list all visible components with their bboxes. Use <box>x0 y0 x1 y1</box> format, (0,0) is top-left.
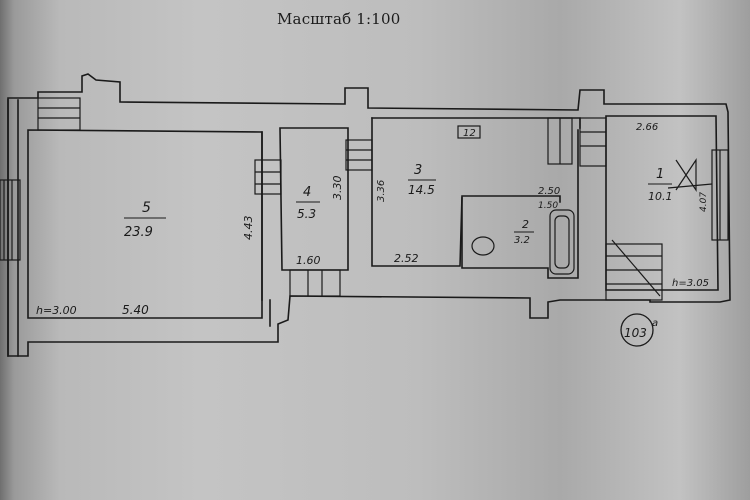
inner-wall-bath <box>461 129 579 279</box>
window-top-left <box>37 97 81 131</box>
dim-bath-top: 2.50 <box>538 186 560 197</box>
room-5-area: 23.9 <box>124 225 153 240</box>
dim-room4-height: 3.30 <box>331 176 344 201</box>
heater-symbol <box>675 158 697 192</box>
dim-room3-height: 3.36 <box>376 180 387 202</box>
room-4-number: 4 <box>303 185 311 200</box>
door-room4-bottom <box>289 269 341 297</box>
outer-wall <box>7 73 731 357</box>
dim-ceiling-left: h=3.00 <box>36 304 77 317</box>
dim-room1-height: 4.07 <box>699 192 709 212</box>
room-2-area: 3.2 <box>514 235 530 246</box>
apartment-number: 103 <box>624 326 647 340</box>
room-3-number: 3 <box>414 163 422 178</box>
scale-title: Масштаб 1:100 <box>277 10 401 28</box>
dim-room1-width: 2.66 <box>636 122 658 133</box>
door-room1-top <box>579 117 607 167</box>
inner-wall-room1 <box>605 115 719 291</box>
apartment-suffix: а <box>652 318 658 329</box>
dim-room3-width: 2.52 <box>394 252 419 265</box>
dim-bath-inner: 1.50 <box>538 201 558 211</box>
stair-block <box>605 243 663 301</box>
dim-room5-width: 5.40 <box>122 303 149 317</box>
mark-box-label: 12 <box>463 128 476 139</box>
room-2-number: 2 <box>522 218 529 231</box>
room-1-number: 1 <box>656 167 664 182</box>
mark-box <box>457 125 481 139</box>
room-1-area: 10.1 <box>648 190 673 203</box>
room-3-area: 14.5 <box>408 183 435 197</box>
inner-wall-left <box>27 129 263 319</box>
inner-wall-room4 <box>279 127 349 271</box>
dim-room4-width: 1.60 <box>296 254 321 267</box>
window-left <box>0 179 21 261</box>
room-4-area: 5.3 <box>297 207 316 221</box>
apartment-marker <box>620 313 654 347</box>
door-room3-left <box>345 139 373 171</box>
dim-room5-height: 4.43 <box>242 216 255 241</box>
sink-fixture <box>471 236 495 256</box>
wall-openings <box>0 97 729 301</box>
door-room4-left <box>254 159 282 195</box>
bathtub-fixture <box>549 209 575 275</box>
room-5-number: 5 <box>142 200 151 216</box>
dim-ceiling-right: h=3.05 <box>672 278 709 289</box>
